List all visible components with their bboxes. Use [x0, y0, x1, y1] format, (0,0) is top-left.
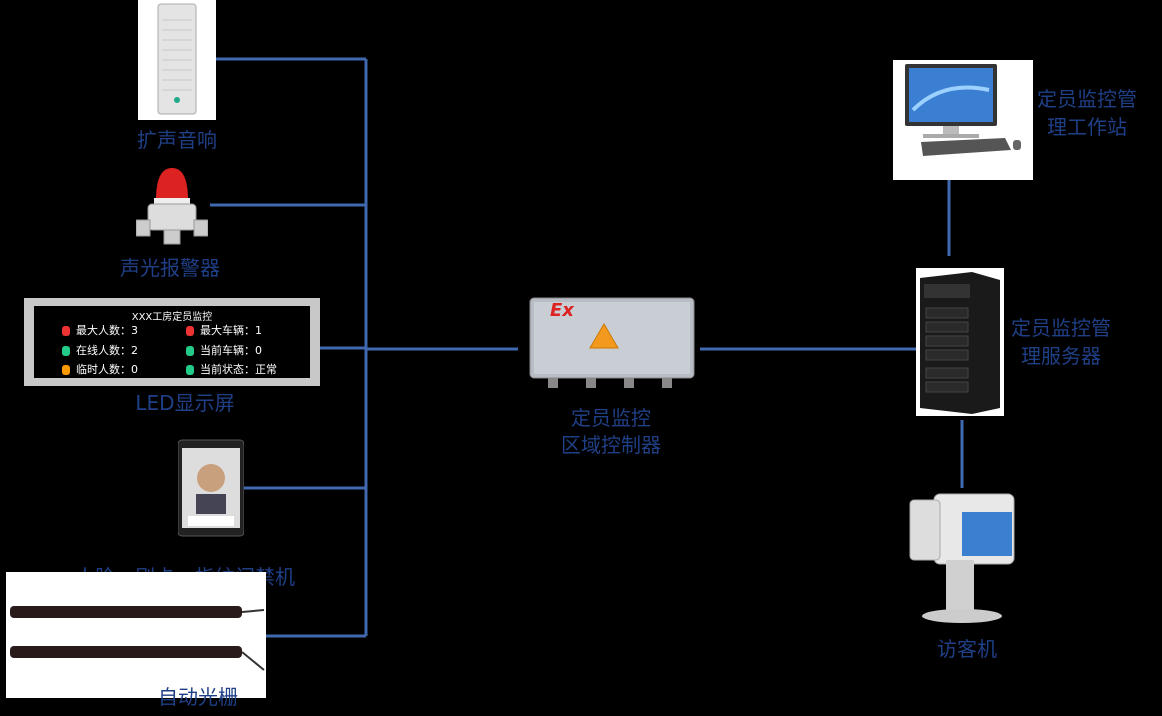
led-row-text: 临时人数：0: [76, 363, 138, 376]
alarm-image: [135, 160, 209, 246]
led-row-text: 最大人数：3: [76, 324, 138, 337]
led-row-text: 当前车辆：0: [200, 344, 262, 357]
led-row-online-people: 在线人数：2: [62, 342, 138, 358]
workstation-image: [893, 60, 1033, 180]
led-row-current-vehicles: 当前车辆：0: [186, 342, 262, 358]
led-row-max-people: 最大人数：3: [62, 322, 138, 338]
visitor-kiosk-image: [906, 490, 1018, 626]
led-screen: XXX工房定员监控 最大人数：3 在线人数：2 临时人数：0 最大车辆：1 当前…: [34, 306, 310, 378]
server-image: [916, 268, 1004, 416]
workstation-label-line2: 理工作站: [1047, 115, 1127, 139]
controller-label-line1: 定员监控: [571, 406, 651, 430]
led-label: LED显示屏: [135, 391, 235, 415]
led-row-text: 当前状态：正常: [200, 363, 277, 376]
led-screen-title: XXX工房定员监控: [131, 312, 213, 323]
light-curtain-image: [6, 572, 266, 698]
alarm-label: 声光报警器: [120, 256, 220, 280]
controller-label-line2: 区域控制器: [561, 433, 661, 457]
led-row-text: 在线人数：2: [76, 344, 138, 357]
speaker-label: 扩声音响: [137, 128, 217, 152]
led-display-panel: XXX工房定员监控 最大人数：3 在线人数：2 临时人数：0 最大车辆：1 当前…: [24, 298, 320, 386]
led-row-temp-people: 临时人数：0: [62, 361, 138, 377]
led-row-status: 当前状态：正常: [186, 361, 277, 377]
led-row-max-vehicles: 最大车辆：1: [186, 322, 262, 338]
face-terminal-image: [177, 438, 245, 540]
server-label-line2: 理服务器: [1021, 344, 1101, 368]
workstation-label-line1: 定员监控管: [1037, 87, 1137, 111]
visitor-label: 访客机: [937, 637, 997, 661]
server-label-line1: 定员监控管: [1011, 316, 1111, 340]
led-row-text: 最大车辆：1: [200, 324, 262, 337]
speaker-image: [138, 0, 216, 120]
light-curtain-label: 自动光栅: [158, 685, 238, 709]
ex-badge: Ex: [550, 300, 574, 321]
controller-image: Ex: [528, 296, 696, 390]
